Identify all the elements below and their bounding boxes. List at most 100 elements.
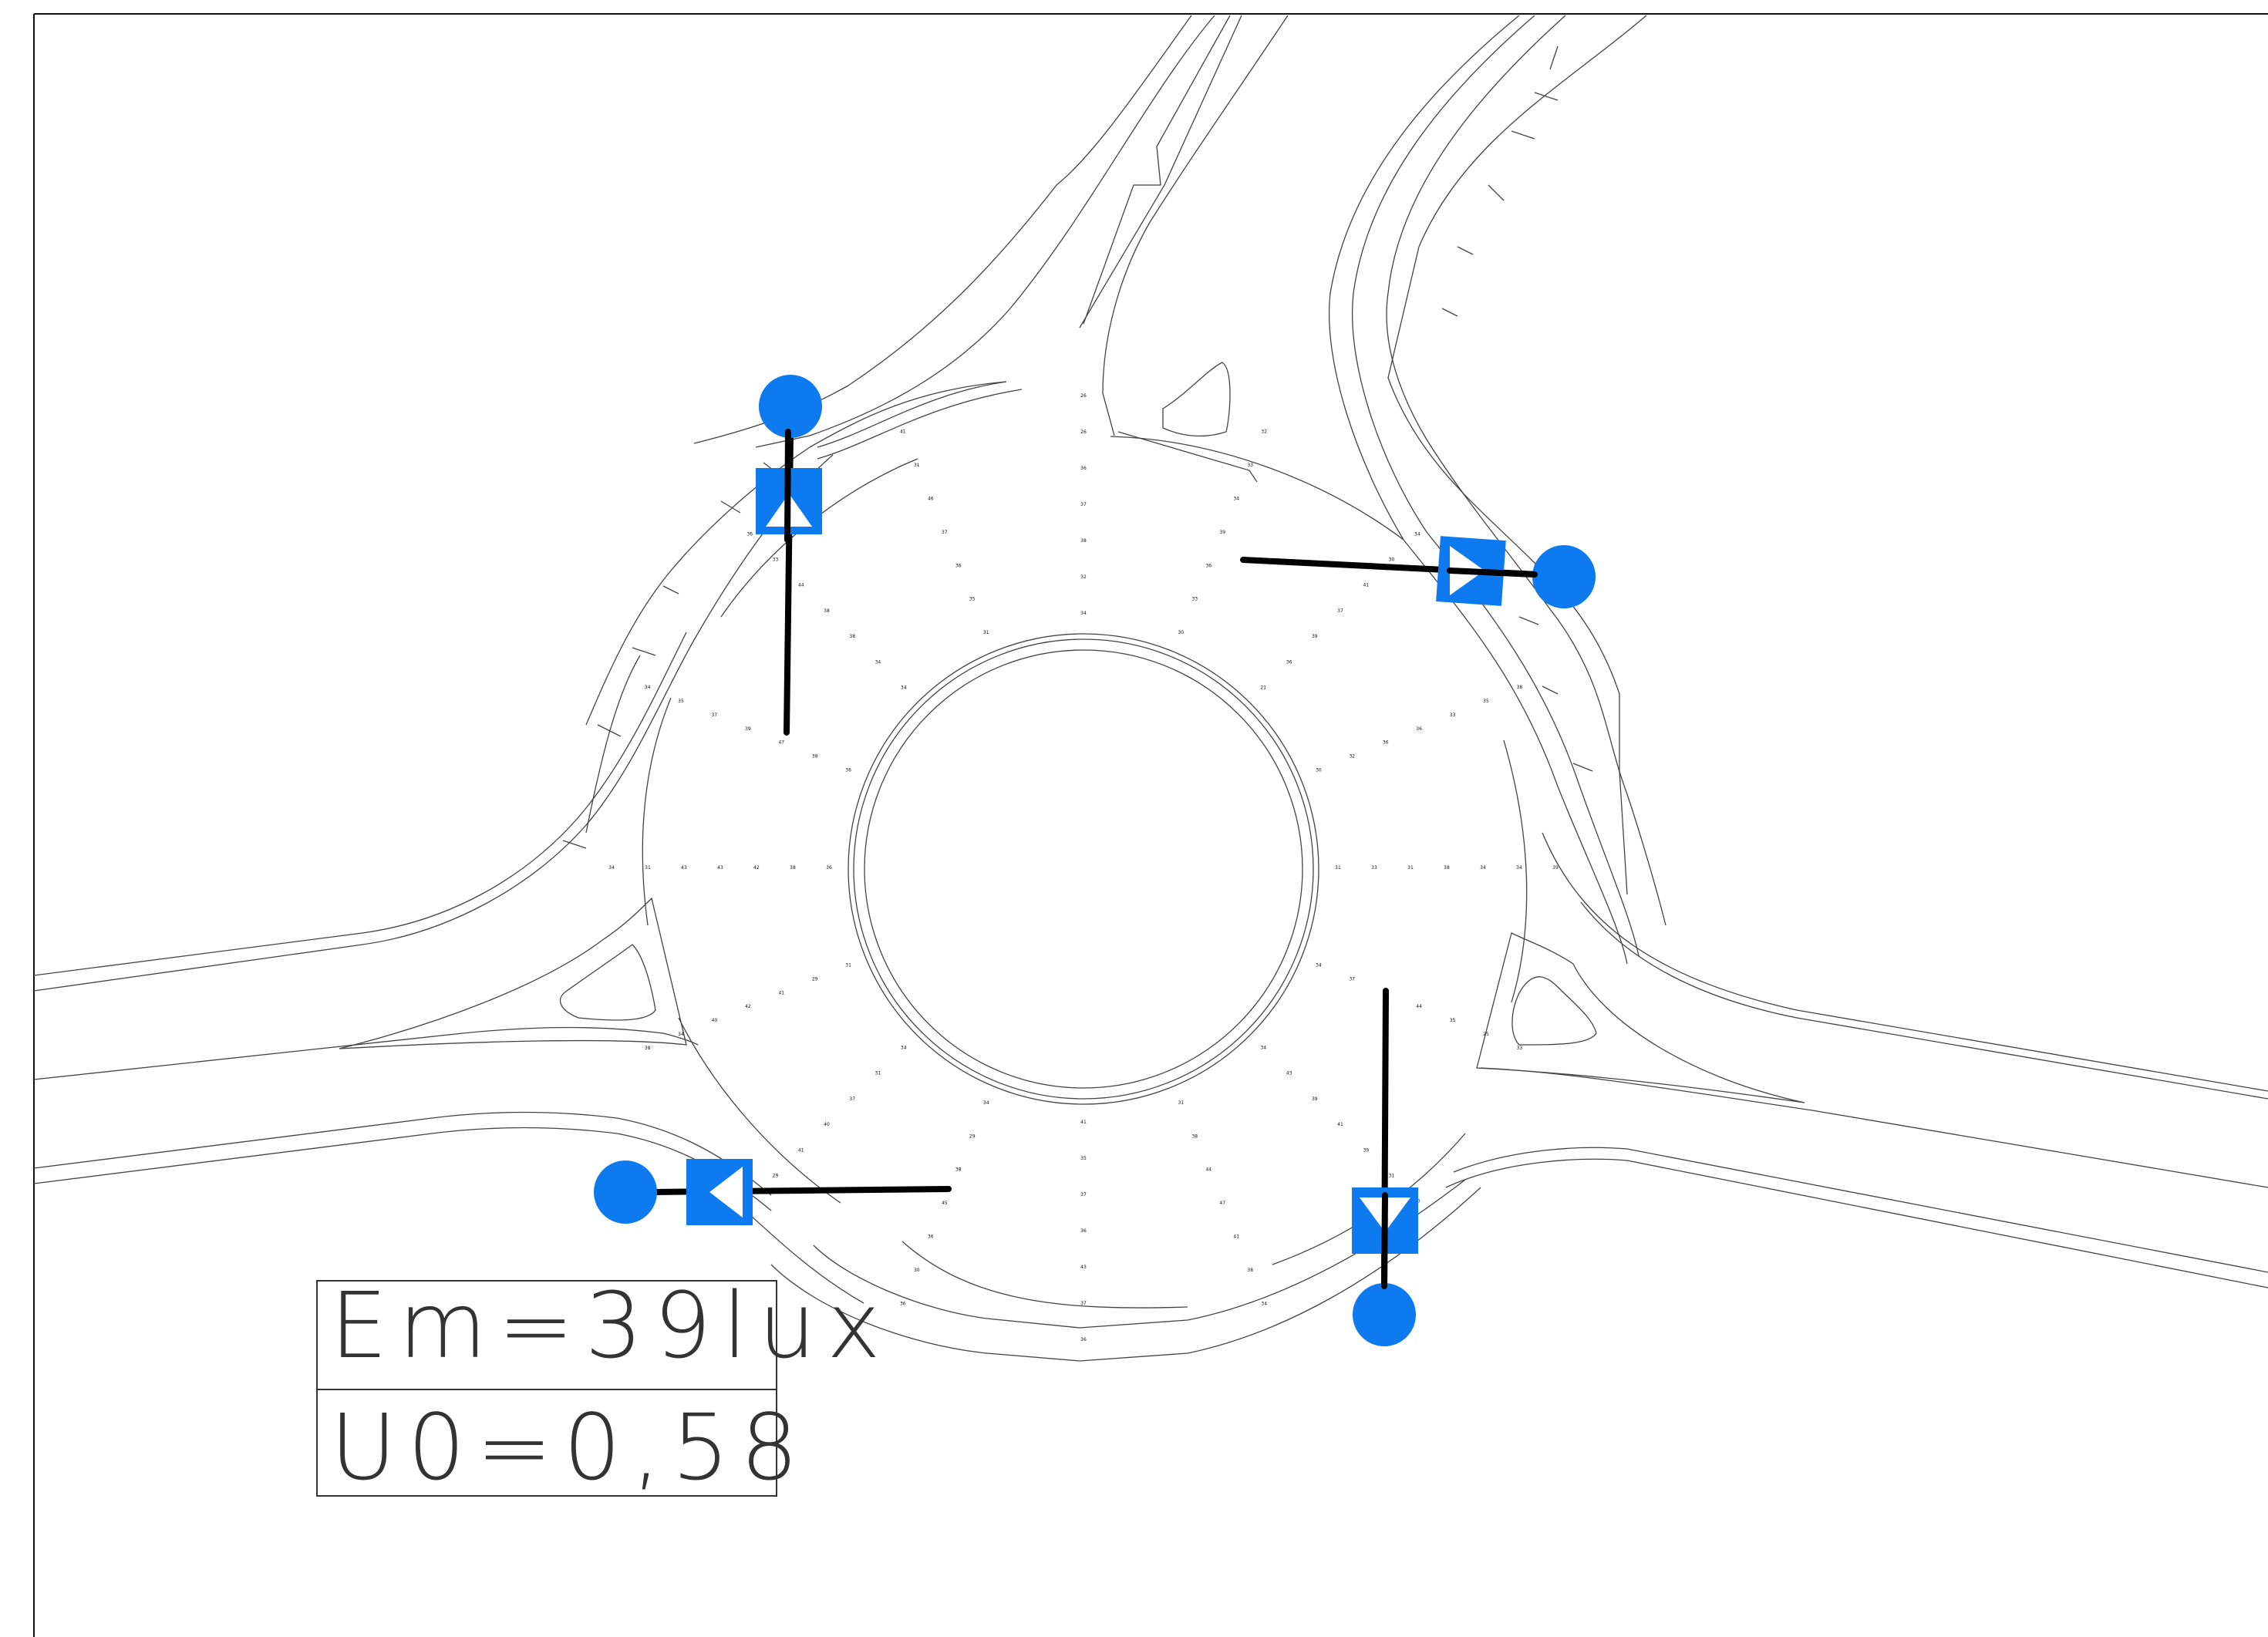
grid-point-value: 47	[778, 740, 784, 746]
results-table-frame	[316, 1280, 777, 1497]
road-se-edge-4	[1453, 1147, 2268, 1273]
grid-point-value: 38	[1444, 865, 1450, 871]
grid-point-value: 36	[826, 865, 832, 871]
road-ne-edge-4	[1387, 15, 1647, 895]
road-nw-side-1	[817, 381, 1007, 448]
road-network	[33, 15, 2268, 1362]
road-s-edge-2	[770, 1187, 1481, 1362]
grid-point-value: 40	[824, 1122, 830, 1127]
grid-point-value: 44	[1205, 1167, 1212, 1173]
road-se-edge-3	[1480, 1067, 2268, 1188]
grid-point-value: 33	[773, 557, 779, 563]
grid-point-value: 37	[849, 1096, 855, 1102]
grid-point-value: 36	[1286, 659, 1292, 665]
results-table: Em=39lux U0=0,58	[316, 1272, 881, 1501]
pole-head	[759, 375, 822, 438]
luminaires	[594, 375, 1596, 1346]
road-nw-edge-4	[1079, 15, 1242, 328]
grid-point-value: 31	[914, 463, 920, 468]
grid-point-value: 39	[745, 726, 751, 732]
grid-point-value: 29	[812, 976, 818, 982]
grid-point-value: 36	[1383, 740, 1389, 746]
grid-point-value: 25	[1483, 1032, 1489, 1037]
grid-point-value: 39	[1363, 1147, 1369, 1153]
grid-point-value: 38	[824, 608, 830, 614]
grid-point-value: 31	[645, 865, 651, 871]
grid-point-value: 43	[717, 865, 723, 871]
grid-point-value: 38	[1517, 685, 1523, 690]
luminaire-south-west[interactable]	[594, 1159, 952, 1225]
grid-point-value: 30	[1389, 557, 1395, 563]
grid-point-value: 36	[1205, 563, 1212, 568]
grid-point-value: 36	[845, 768, 851, 773]
grid-point-value: 38	[790, 865, 796, 871]
grid-point-value: 34	[1414, 531, 1420, 537]
grid-point-value: 34	[645, 685, 651, 690]
grid-point-value: 39	[1219, 530, 1225, 535]
grid-point-value: 34	[1516, 865, 1522, 871]
grid-point-value: 41	[1233, 1234, 1239, 1240]
island-west	[339, 897, 687, 1049]
grid-point-value: 34	[678, 1032, 684, 1037]
grid-point-value: 36	[900, 1301, 906, 1306]
pole-arm-end	[1381, 1192, 1388, 1289]
grid-point-value: 41	[1363, 583, 1369, 588]
grid-point-value: 34	[901, 1045, 907, 1050]
grid-point-value: 34	[1480, 865, 1486, 871]
road-nw-side-2	[817, 389, 1023, 460]
grid-point-value: 34	[983, 1100, 989, 1106]
pole-head	[1353, 1283, 1416, 1346]
grid-point-value: 44	[1416, 1004, 1422, 1009]
grid-point-value: 38	[1191, 1133, 1198, 1139]
grid-point-value: 35	[969, 597, 976, 602]
road-w-edge-4	[33, 1111, 772, 1196]
grid-point-value: 46	[928, 496, 934, 501]
road-nw-edge-3	[1102, 15, 1289, 436]
grid-point-value: 29	[969, 1133, 976, 1139]
grid-point-value: 37	[712, 712, 718, 718]
island-west-inner	[559, 944, 656, 1021]
grid-point-value: 33	[1517, 1046, 1523, 1051]
grid-point-value: 34	[1316, 962, 1322, 968]
grid-point-value: 36	[1080, 1228, 1087, 1234]
pole-head	[594, 1160, 657, 1224]
illuminance-calculation-grid: 3430213031343431413434313636343132333632…	[608, 393, 1559, 1342]
pole-arm-end	[1447, 568, 1538, 578]
grid-point-value: 35	[1080, 1156, 1087, 1161]
grid-point-value: 33	[1371, 865, 1377, 871]
grid-point-value: 31	[983, 630, 989, 635]
grid-point-value: 36	[1080, 466, 1087, 471]
pole-arm-top	[784, 429, 791, 543]
grid-point-value: 39	[1312, 1096, 1318, 1102]
luminaire-north-west[interactable]	[756, 375, 822, 736]
road-nw-edge-2	[693, 15, 1192, 444]
grid-point-value: 36	[746, 531, 753, 537]
road-w-edge-3	[33, 1026, 699, 1080]
luminaire-south-east[interactable]	[1352, 988, 1418, 1346]
grid-point-value: 33	[1191, 597, 1198, 602]
road-se-edge-5	[1445, 1158, 2268, 1288]
grid-point-value: 43	[1080, 1265, 1087, 1270]
grid-point-value: 44	[798, 583, 804, 588]
grid-point-value: 38	[849, 634, 855, 639]
sheet-frame	[33, 13, 2268, 1637]
road-se-edge-1	[1542, 832, 2268, 1092]
grid-point-value: 36	[955, 563, 962, 568]
grid-point-value: 21	[1260, 685, 1266, 691]
grid-point-value: 37	[1349, 976, 1355, 982]
grid-point-value: 30	[1316, 768, 1322, 773]
grid-point-value: 32	[1080, 574, 1087, 580]
grid-point-value: 37	[942, 530, 948, 535]
island-north	[1162, 362, 1231, 437]
luminaire-east[interactable]	[1240, 536, 1596, 608]
road-w-edge-5	[33, 1127, 772, 1211]
grid-point-value: 26	[1080, 429, 1087, 435]
road-ne-kerb	[1441, 45, 1593, 772]
grid-point-value: 38	[645, 1046, 651, 1051]
grid-point-value: 38	[1247, 1268, 1253, 1273]
grid-point-value: 34	[1260, 1045, 1266, 1050]
grid-point-value: 26	[1080, 393, 1087, 399]
grid-point-value: 35	[1450, 1018, 1456, 1023]
road-ne-edge-3	[1386, 15, 1666, 926]
